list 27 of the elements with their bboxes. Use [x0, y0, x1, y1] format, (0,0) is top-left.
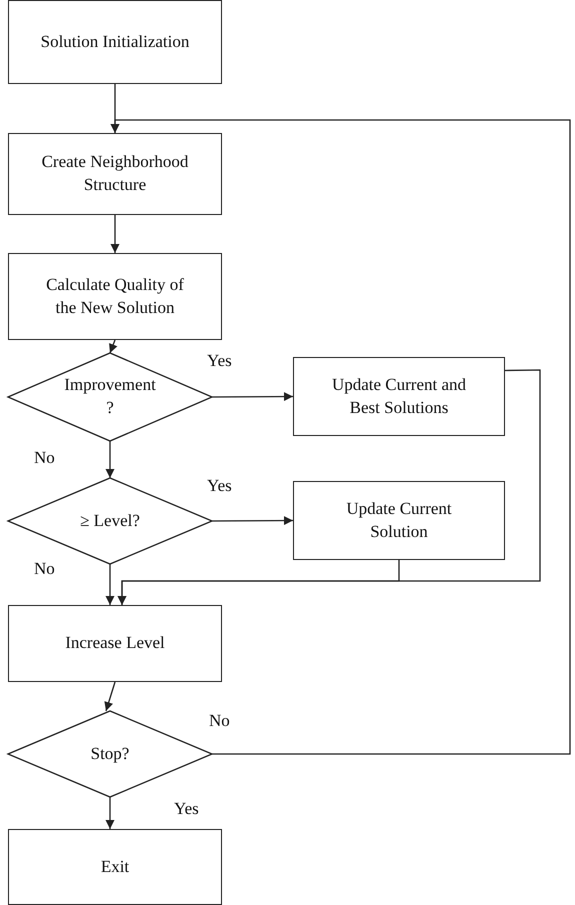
arrow [110, 215, 120, 253]
arrow [106, 797, 114, 829]
step-label: Stop? [90, 742, 130, 765]
arrow [110, 119, 571, 755]
process-box [8, 253, 222, 340]
arrow [212, 392, 293, 402]
step-label: Update Current Solution [345, 498, 453, 542]
step-label: Increase Level [65, 632, 165, 654]
process-box [293, 481, 505, 560]
process-box [8, 829, 222, 905]
process-box [8, 605, 222, 682]
arrow [109, 340, 118, 354]
step-label: Improvement ? [63, 374, 157, 419]
process-box [8, 133, 222, 215]
step-label: Update Current and Best Solutions [330, 374, 468, 418]
arrow [106, 441, 114, 478]
arrow [104, 682, 116, 712]
step-label: Exit [100, 856, 130, 878]
arrow [212, 516, 293, 526]
arrow [118, 560, 400, 605]
step-label: Create Neighborhood Structure [40, 151, 190, 196]
step-label: Solution Initialization [40, 30, 190, 53]
process-box [293, 357, 505, 436]
arrow [106, 564, 114, 605]
step-label: ≥ Level? [80, 510, 140, 532]
step-label: Calculate Quality of the New Solution [45, 274, 185, 318]
process-box [8, 0, 222, 84]
